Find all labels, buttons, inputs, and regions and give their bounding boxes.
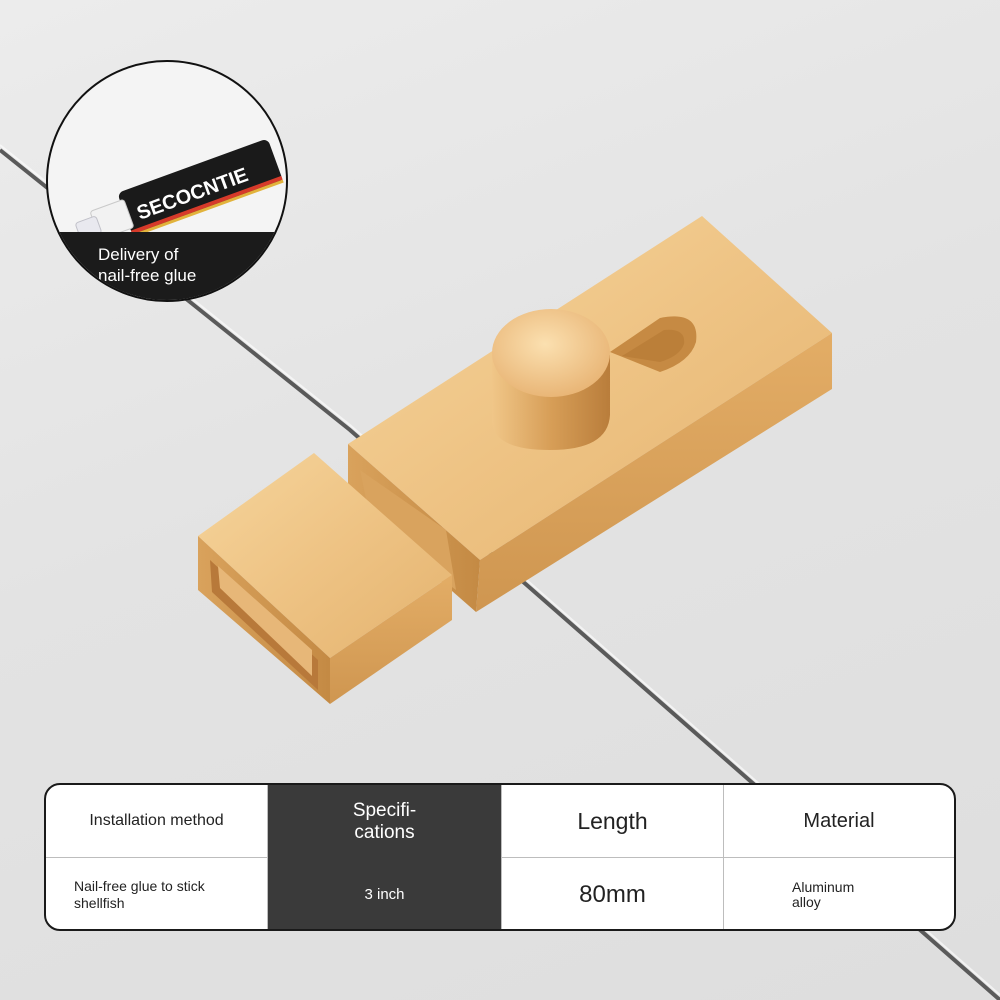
header-material: Material: [724, 785, 954, 858]
value-specifications: 3 inch: [268, 858, 502, 929]
spec-table: Installation method Specifi- cations Len…: [44, 783, 956, 931]
caption-line-1: Delivery of: [98, 245, 179, 264]
glue-inset: SECOCNTIE Delivery of nail-free glue: [46, 60, 288, 302]
caption-line-2: nail-free glue: [98, 266, 197, 285]
header-length: Length: [502, 785, 724, 858]
value-length: 80mm: [502, 858, 724, 929]
latch-knob: [492, 309, 610, 450]
header-installation-method: Installation method: [46, 785, 268, 858]
inset-caption: Delivery of nail-free glue: [98, 244, 258, 286]
value-material: Aluminum alloy: [792, 878, 855, 910]
inset-caption-band: [48, 232, 286, 300]
value-installation-method: Nail-free glue to stick shellfish: [46, 858, 268, 929]
header-specifications: Specifi- cations: [268, 785, 502, 858]
latch-receiver: [198, 453, 452, 704]
